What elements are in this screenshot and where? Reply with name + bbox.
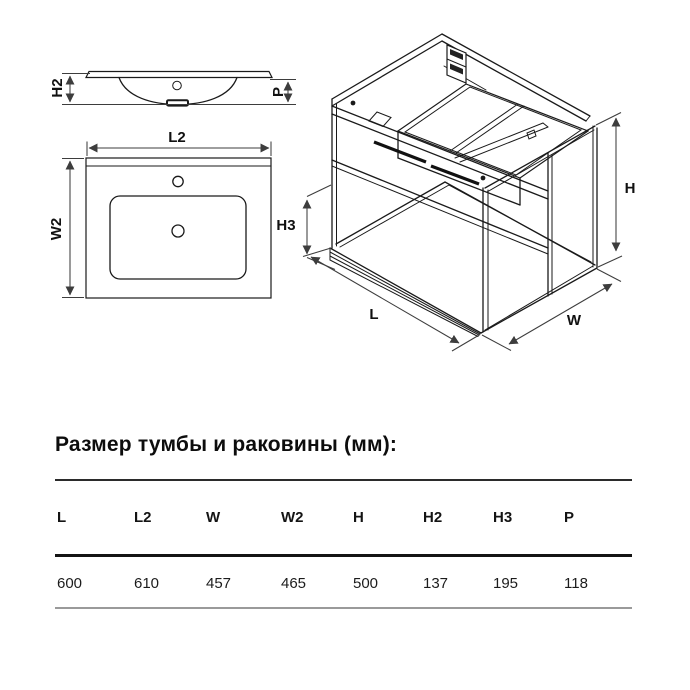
faucet-hole-icon <box>172 175 184 188</box>
table-header-cell: H2 <box>423 509 443 526</box>
table-header-cell: L2 <box>134 509 152 526</box>
dim-label-w2: W2 <box>48 218 65 241</box>
table-header-cell: P <box>564 509 575 526</box>
handle-groove <box>373 140 427 164</box>
dim-label-h3: H3 <box>276 217 295 234</box>
table-rule-top <box>55 479 632 481</box>
table-header-cell: L <box>57 509 67 526</box>
sink-rim-profile <box>85 70 273 79</box>
basin-outline <box>109 195 247 280</box>
drawer-organizer <box>396 83 590 206</box>
table-value-cell: 500 <box>353 575 379 592</box>
dimension-line-l <box>310 256 460 344</box>
dim-label-l2: L2 <box>168 129 186 146</box>
table-value-cell: 118 <box>564 575 588 592</box>
table-header-cell: W2 <box>281 509 304 526</box>
sink-top-view: L2 W2 <box>48 129 272 299</box>
drawer-runner-rail <box>454 122 549 163</box>
screw-dot <box>480 175 486 181</box>
drain-hole-icon <box>171 224 185 238</box>
table-rule-bottom <box>55 607 632 609</box>
dim-label-p: P <box>270 87 287 97</box>
cabinet-isometric-view: H3 L W H <box>276 33 636 352</box>
table-value-cell: 465 <box>281 575 307 592</box>
technical-drawing: H2 P L2 W2 <box>48 33 636 352</box>
mounting-screw-dot <box>350 100 356 106</box>
table-header-cell: W <box>206 509 221 526</box>
organizer-divider <box>449 103 519 152</box>
table-value-cell: 137 <box>423 575 449 592</box>
table-header-cell: H3 <box>493 509 513 526</box>
handle-groove <box>430 164 480 186</box>
table-value-cell: 600 <box>57 575 83 592</box>
dim-label-l: L <box>369 306 378 323</box>
section-title: Размер тумбы и раковины (мм): <box>55 433 398 456</box>
wall-mount-bracket <box>446 44 467 84</box>
sink-outline-top <box>85 157 272 299</box>
table-value-cell: 457 <box>206 575 232 592</box>
sink-side-view: H2 P <box>49 70 296 107</box>
table-value-cell: 195 <box>493 575 519 592</box>
overflow-hole-icon <box>172 80 182 91</box>
dimension-line-w <box>508 283 613 345</box>
dim-label-w: W <box>567 312 582 329</box>
dim-label-h: H <box>625 180 636 197</box>
table-rule-middle <box>55 554 632 557</box>
dim-label-h2: H2 <box>49 78 66 97</box>
table-header-cell: H <box>353 509 364 526</box>
table-value-cell: 610 <box>134 575 160 592</box>
